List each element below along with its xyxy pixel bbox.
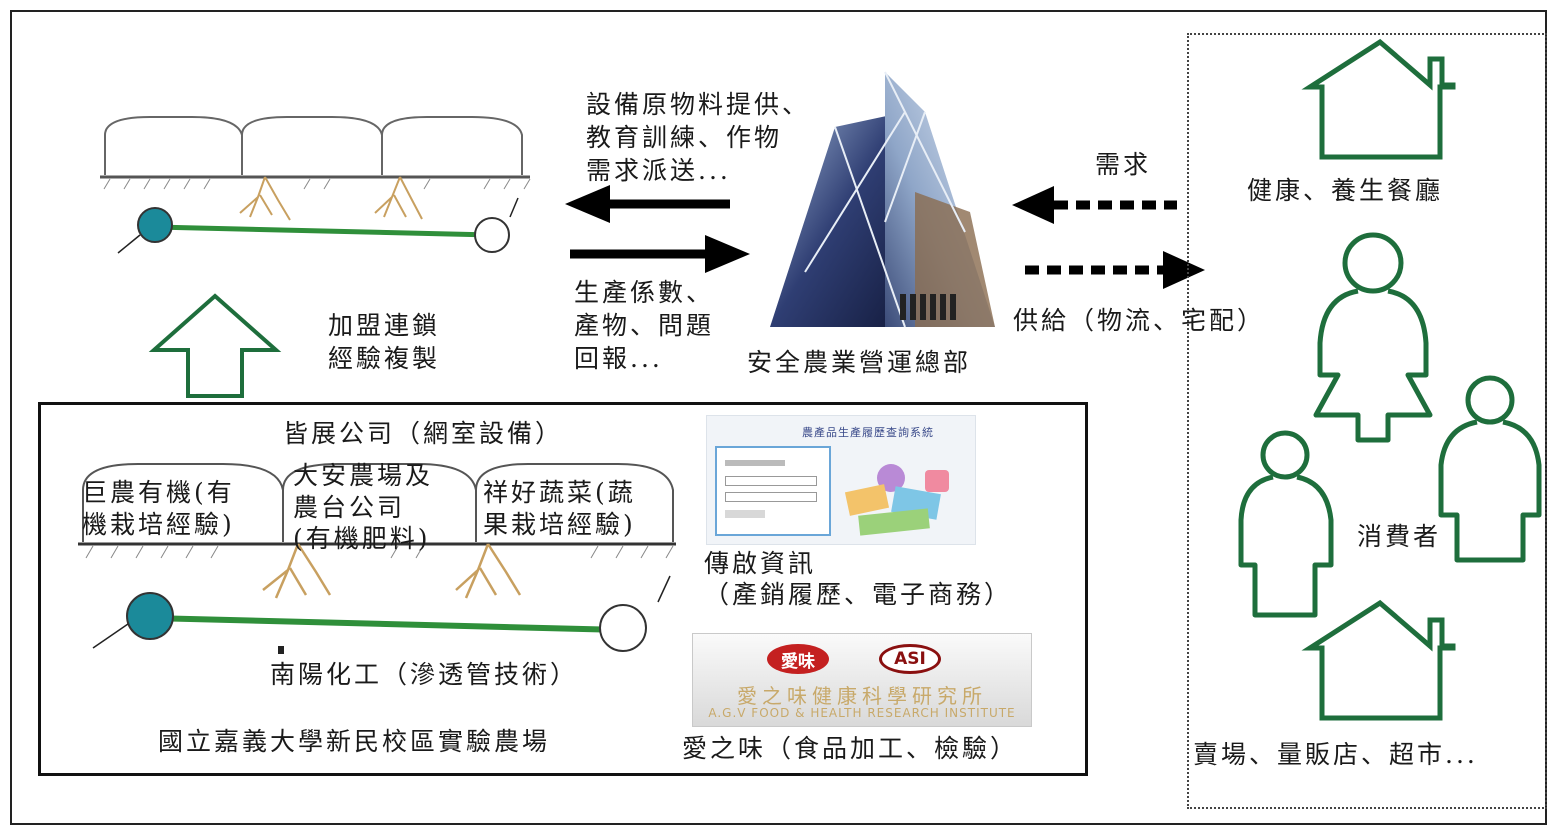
web-login-panel [715, 446, 831, 536]
greenhouse-illustration-base [78, 463, 676, 654]
pipe-label: 南陽化工（滲透管技術） [270, 660, 579, 689]
stores-label: 賣場、量販店、超市... [1193, 740, 1478, 769]
consumer-person-icon-2 [1238, 430, 1334, 618]
market-box [1187, 33, 1547, 809]
supply-label: 供給（物流、宅配） [1013, 306, 1266, 335]
aiv-institute-banner: 愛味 ASI 愛之味健康科學研究所 A.G.V FOOD & HEALTH RE… [692, 633, 1032, 727]
franchise-label-line-1: 加盟連鎖 [328, 311, 441, 340]
consumer-person-icon-3 [1438, 375, 1542, 563]
aiv-label: 愛之味（食品加工、檢驗） [682, 734, 1019, 763]
franchise-up-arrow [148, 293, 282, 398]
farm3-label-line-1: 祥好蔬菜(蔬 [483, 478, 636, 507]
traceability-web-screenshot: 農產品生產履歷查詢系統 [706, 415, 976, 545]
info-label-line-2: （產銷履歷、電子商務） [704, 580, 1013, 609]
flow-left-top-line-3: 需求派送... [586, 156, 731, 185]
arrow-to-farm [565, 185, 730, 223]
flow-left-bottom-line-2: 產物、問題 [574, 311, 715, 340]
farm2-label-line-1: 大安農場及 [293, 461, 434, 490]
hq-label: 安全農業營運總部 [747, 348, 972, 377]
aiv-logo-red: 愛味 [767, 644, 829, 674]
restaurant-label: 健康、養生餐廳 [1247, 176, 1444, 205]
aiv-banner-english: A.G.V FOOD & HEALTH RESEARCH INSTITUTE [708, 706, 1016, 720]
demand-dotted-arrow [1012, 186, 1177, 224]
web-thumb-title: 農產品生產履歷查詢系統 [802, 426, 934, 439]
aiv-logo-asi: ASI [879, 644, 941, 674]
restaurant-house-icon [1301, 38, 1456, 160]
farm2-label-line-2: 農台公司 [293, 493, 406, 522]
arrow-to-hq [570, 235, 750, 273]
farm3-label-line-2: 果栽培經驗) [483, 510, 636, 539]
flow-left-bottom-line-3: 回報... [574, 344, 663, 373]
consumer-person-icon-1 [1313, 232, 1433, 443]
farm2-label-line-3: (有機肥料) [293, 524, 431, 553]
net-room-label: 皆展公司（網室設備） [283, 419, 564, 448]
aiv-banner-title: 愛之味健康科學研究所 [737, 684, 987, 708]
franchise-label-line-2: 經驗複製 [328, 344, 441, 373]
flow-left-bottom-line-1: 生產係數、 [574, 278, 715, 307]
farm1-label-line-1: 巨農有機(有 [82, 478, 235, 507]
demand-label: 需求 [1095, 150, 1152, 179]
campus-label: 國立嘉義大學新民校區實驗農場 [158, 727, 551, 756]
flow-left-top-line-2: 教育訓練、作物 [586, 123, 783, 152]
flow-left-top-line-1: 設備原物料提供、 [586, 90, 811, 119]
store-house-icon [1301, 599, 1456, 721]
farm1-label-line-2: 機栽培經驗) [82, 510, 235, 539]
supply-dotted-arrow [1025, 251, 1205, 289]
hq-tower-image [770, 71, 995, 328]
experimental-farm-box [38, 402, 1088, 776]
info-label-line-1: 傳啟資訊 [704, 549, 817, 578]
greenhouse-illustration-top [100, 116, 531, 254]
consumer-label: 消費者 [1357, 522, 1442, 551]
web-illustration [837, 460, 957, 538]
